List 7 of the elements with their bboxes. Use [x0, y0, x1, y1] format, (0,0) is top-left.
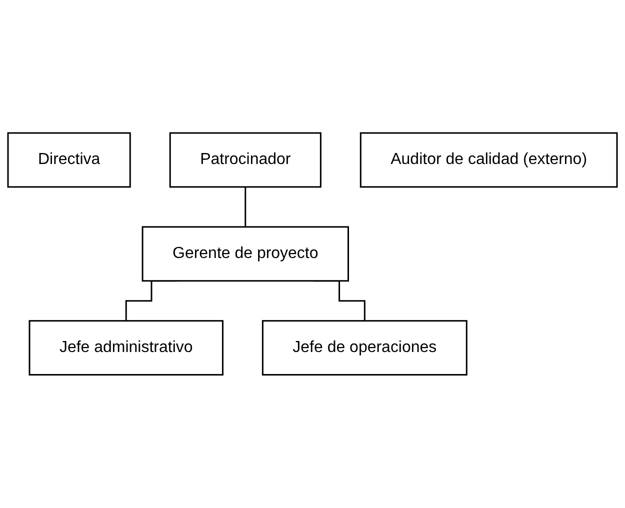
node-box: Patrocinador [169, 132, 322, 188]
connector [244, 186, 246, 228]
node-box: Auditor de calidad (externo) [360, 132, 618, 188]
node-box: Jefe de operaciones [262, 320, 468, 376]
node-box: Gerente de proyecto [142, 226, 349, 282]
node-box: Directiva [7, 132, 131, 188]
node-box: Jefe administrativo [28, 320, 224, 376]
